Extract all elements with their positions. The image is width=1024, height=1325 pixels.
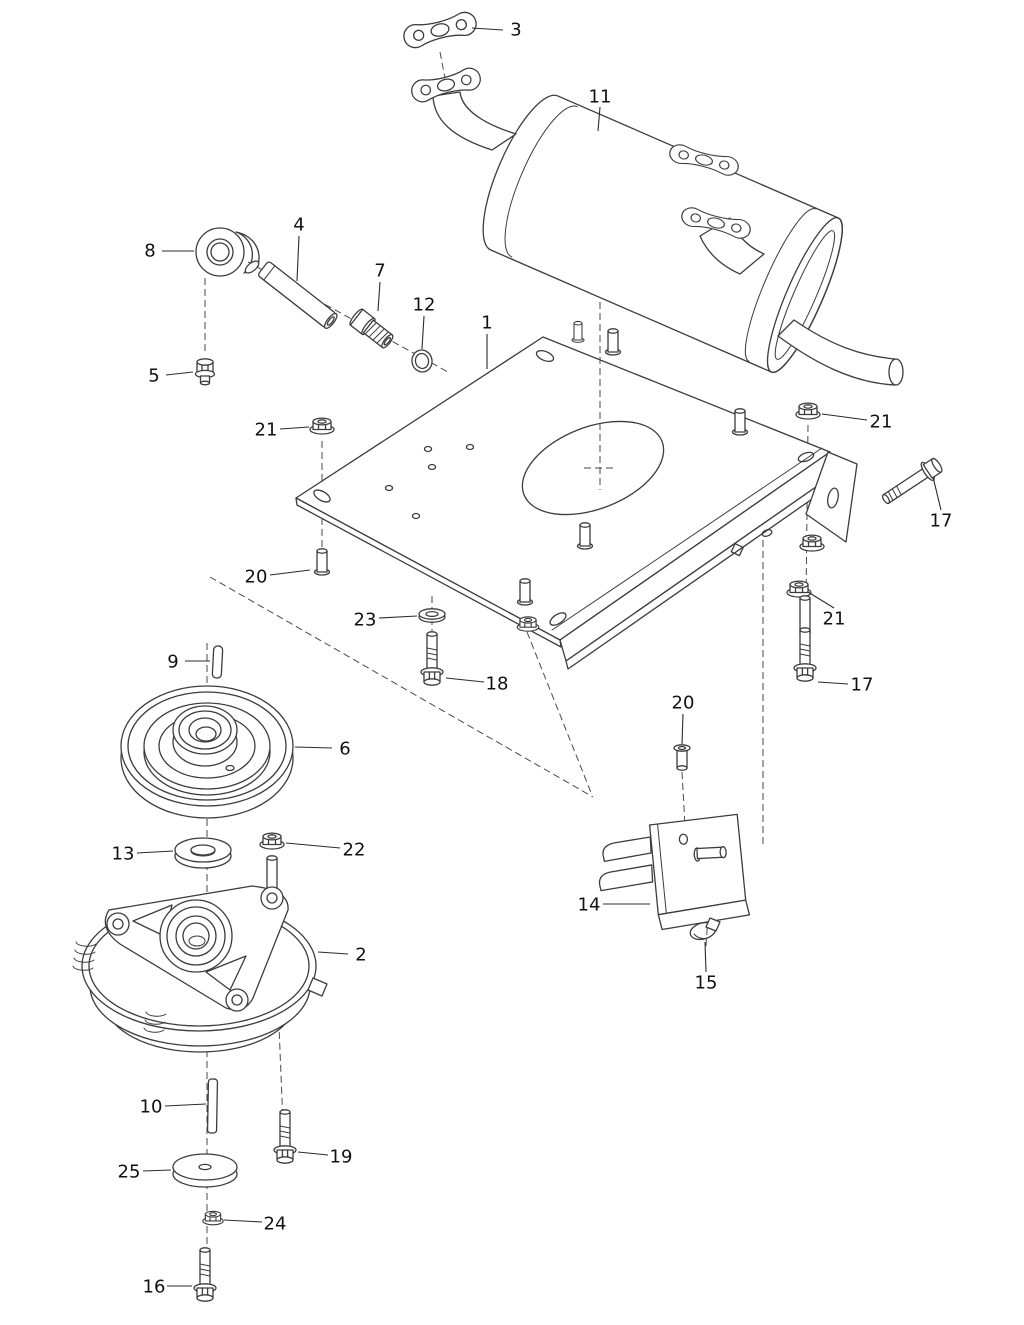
flange-nut-21 [786,580,812,598]
part-number-label: 17 [851,675,874,696]
hose-tube [258,261,338,329]
clamp [689,917,721,941]
leader-line-part-19 [297,1151,329,1156]
exhaust-gasket [400,9,480,51]
muffler-outlet-pipe [777,319,896,386]
leader-line-part-11 [597,106,601,132]
hex-bolt-17 [793,595,817,682]
plate-stud [516,578,534,606]
plate-side-tab [805,451,858,543]
hex-bolt-19 [273,1109,297,1164]
leader-line-part-12 [421,315,425,350]
plate-stud [576,522,594,550]
o-ring [411,349,433,373]
part-number-label: 24 [264,1214,287,1235]
hex-bolt-18 [420,631,444,686]
elbow-fitting [195,227,260,277]
hex-bolt-17 [881,457,943,505]
part-number-label: 21 [823,609,846,630]
part-number-label: 7 [374,261,385,282]
stud-20 [313,548,331,576]
leader-line-part-21 [807,591,835,609]
muffler-inlet-pipe [432,91,517,151]
part-number-label: 22 [343,840,366,861]
leader-line-part-15 [704,941,707,973]
part-number-label: 20 [672,693,695,714]
part-number-label: 18 [486,674,509,695]
leader-line-part-21 [279,426,310,430]
part-number-label: 2 [355,945,366,966]
leader-line-part-20 [269,569,311,576]
hydraulic-fitting [349,308,394,349]
electric-clutch [72,855,328,1053]
leader-line-part-17 [817,681,849,685]
leader-line-part-20 [681,713,684,745]
part-number-label: 14 [578,895,601,916]
part-number-label: 20 [245,567,268,588]
leader-line-part-18 [445,677,485,683]
part-number-label: 12 [413,295,436,316]
leader-line-part-17 [932,476,942,511]
leader-line-part-6 [294,746,333,749]
plate-stud [604,328,622,356]
muffler [408,65,904,386]
hex-bolt-16 [193,1247,217,1302]
flange-nut-21 [309,417,335,435]
stud-20 [673,744,691,771]
part-number-label: 21 [870,412,893,433]
leader-line-part-13 [136,850,174,854]
hole-centerline [584,302,616,490]
part-number-label: 6 [339,739,350,760]
leader-line-part-22 [285,842,341,849]
part-number-label: 21 [255,420,278,441]
leader-line-part-7 [377,281,381,312]
leader-line-part-3 [471,27,504,31]
part-number-label: 5 [148,366,159,387]
leader-line-part-21 [821,413,868,421]
shaft-key-10 [206,1078,219,1134]
flange-nut-24 [202,1210,224,1226]
part-number-label: 25 [118,1162,141,1183]
flange-nut-21 [795,402,821,420]
washer-23 [418,608,446,623]
plug [194,358,216,386]
part-number-label: 19 [330,1147,353,1168]
flange-nut-21 [799,534,825,552]
leader-line-part-10 [164,1103,207,1107]
part-number-label: 4 [293,215,304,236]
part-number-label: 13 [112,844,135,865]
part-number-label: 3 [510,20,521,41]
leader-line-part-23 [378,615,418,619]
leader-line-part-4 [296,235,300,282]
part-number-label: 8 [144,241,155,262]
part-number-label: 9 [167,652,178,673]
flange-nut-22 [259,832,285,850]
part-number-label: 11 [589,87,612,108]
leader-line-part-2 [317,951,349,955]
flat-washer-25 [172,1153,238,1188]
part-number-label: 23 [354,610,377,631]
flat-washer-13 [174,837,232,869]
part-number-label: 17 [930,511,953,532]
part-number-label: 15 [695,973,718,994]
leader-line-part-5 [165,371,194,376]
part-number-label: 16 [143,1277,166,1298]
plate-corner-nut [516,616,540,632]
engine-mount-plate [295,320,858,670]
shaft-key-9 [211,645,224,679]
plate-stud [571,320,585,343]
leader-line-part-24 [223,1219,263,1223]
part-number-label: 10 [140,1097,163,1118]
mount-bracket [598,813,751,931]
leader-line-part-25 [142,1169,172,1172]
plate-stud [731,408,749,436]
pulley [120,685,294,819]
part-number-label: 1 [481,313,492,334]
